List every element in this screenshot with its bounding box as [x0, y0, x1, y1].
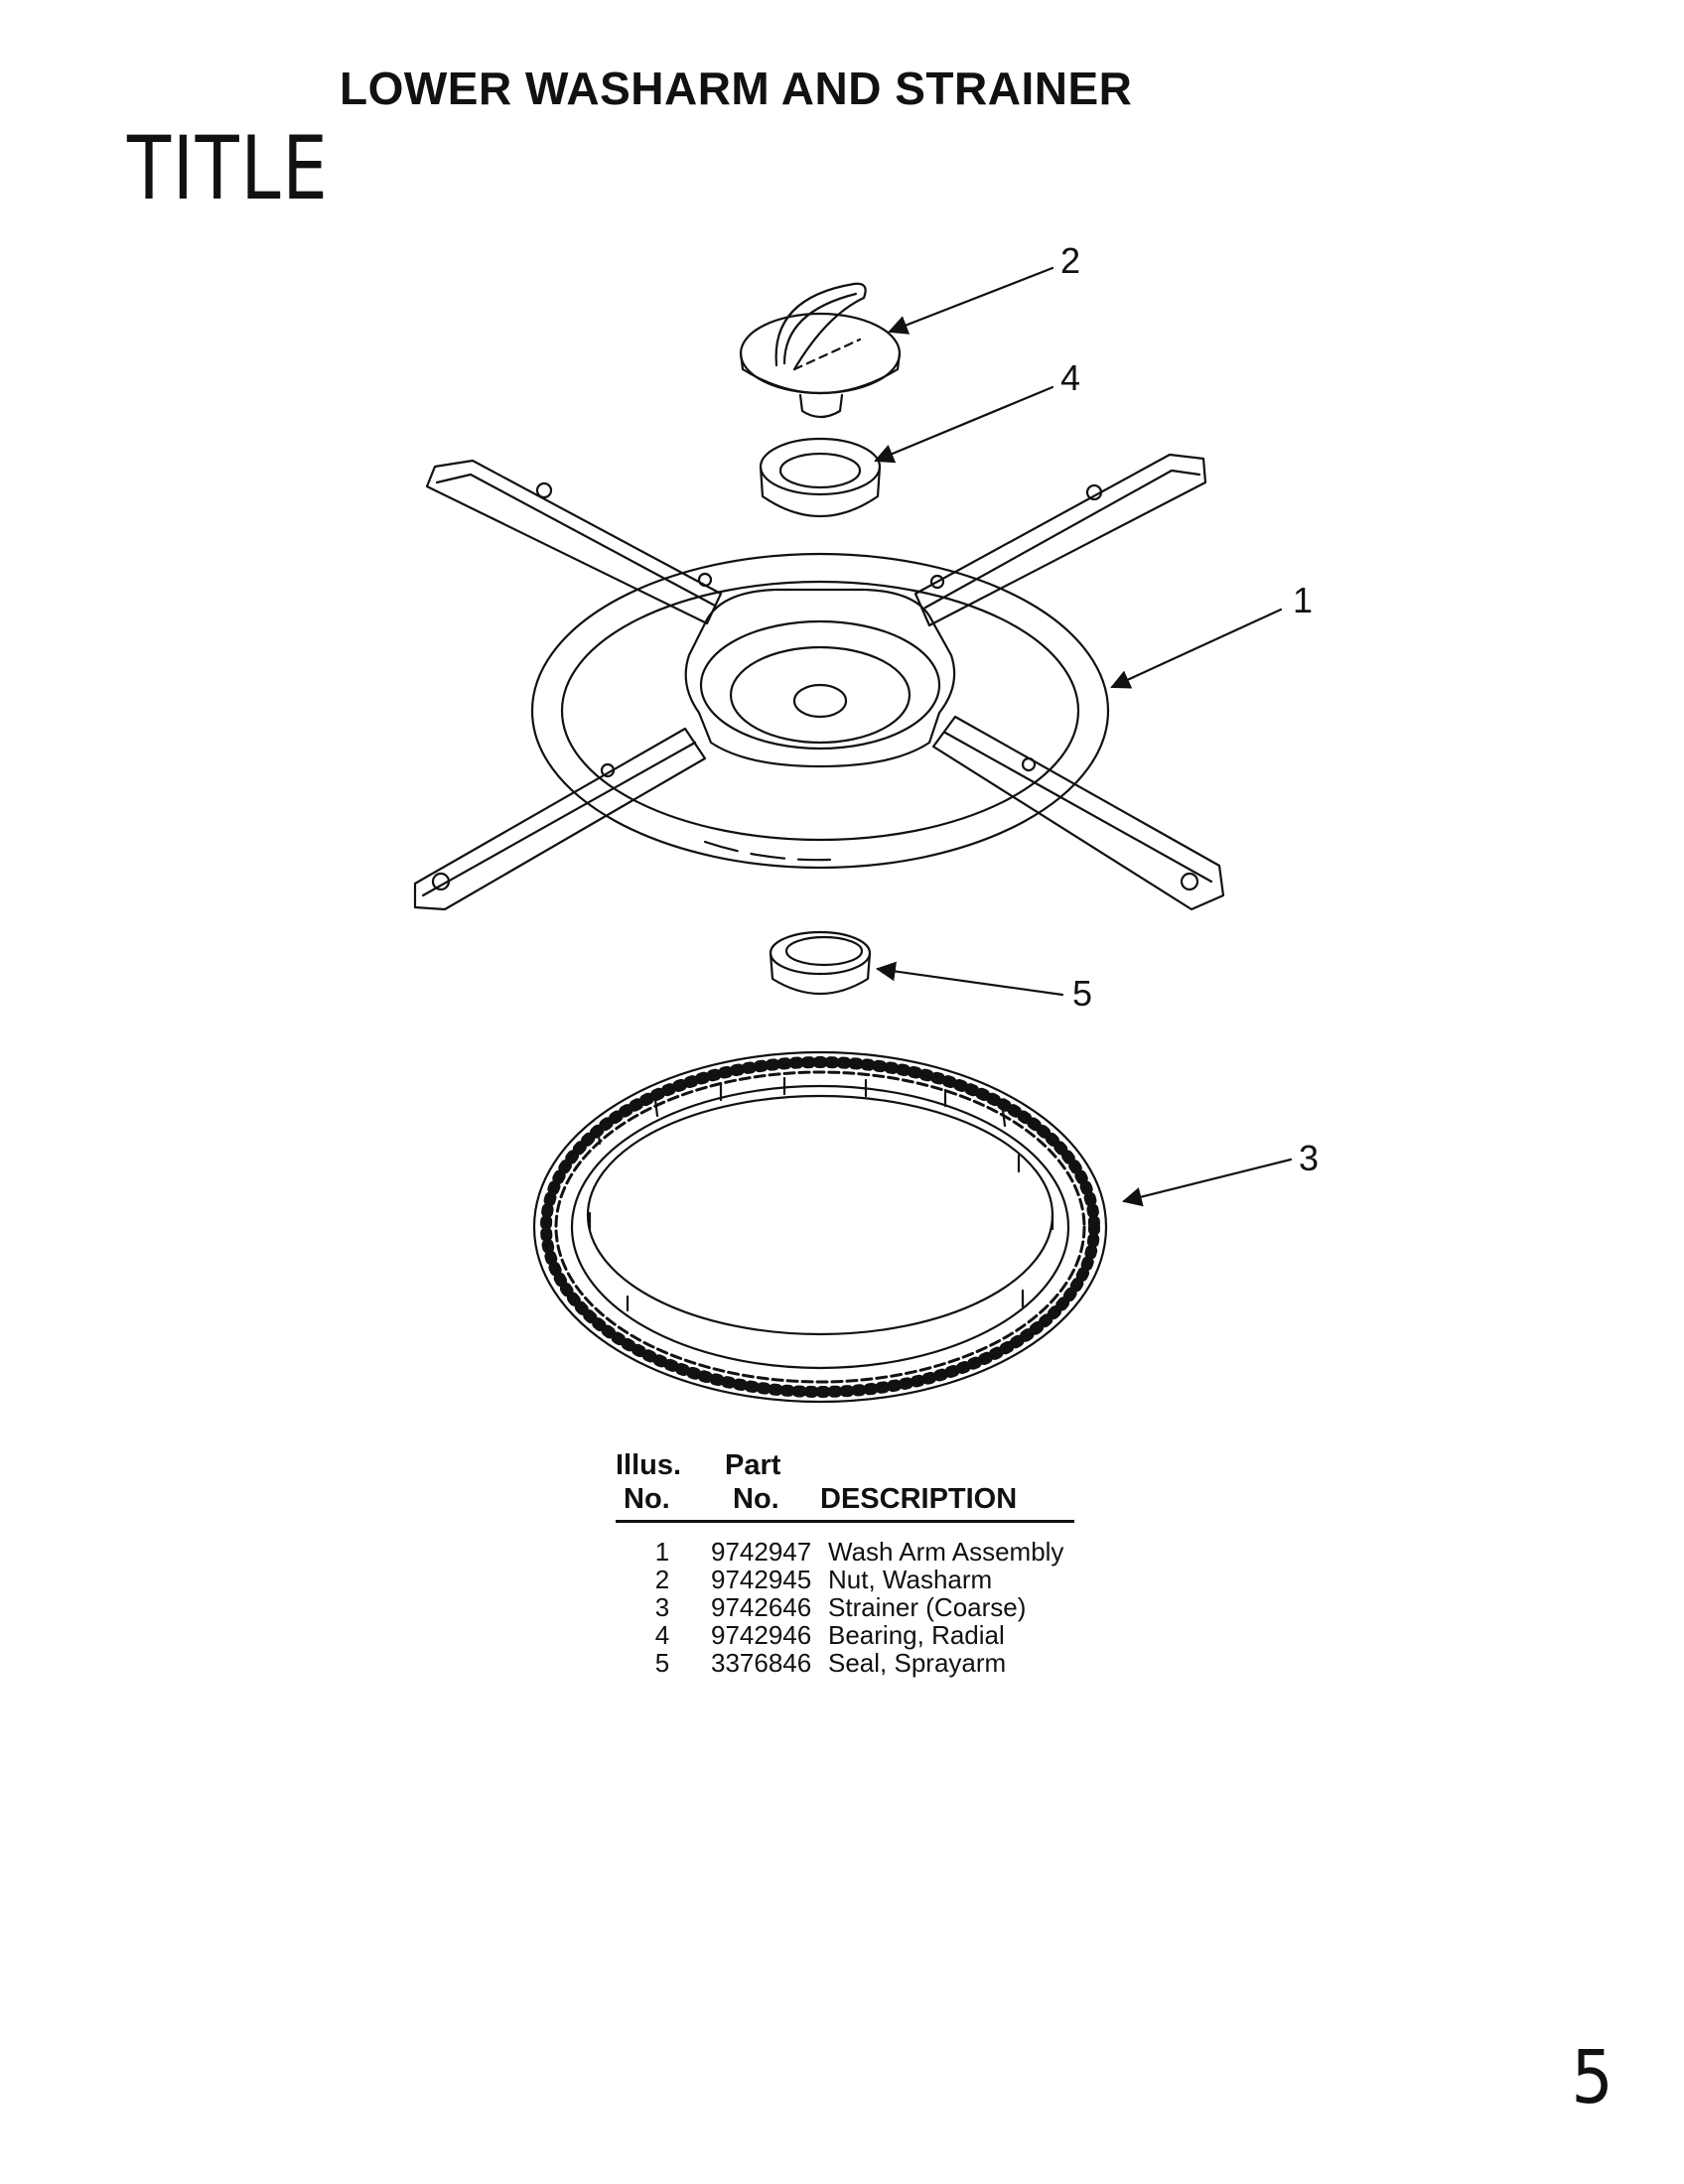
header-description: DESCRIPTION — [820, 1483, 1018, 1515]
part-description: Nut, Washarm — [828, 1565, 993, 1594]
header-illus-line1: Illus. — [616, 1449, 682, 1481]
part-number: 3376846 — [711, 1648, 812, 1678]
part-description: Strainer (Coarse) — [828, 1592, 1027, 1622]
part-number: 9742946 — [711, 1620, 812, 1650]
part-number: 9742646 — [711, 1592, 812, 1622]
callout-1: 1 — [1293, 580, 1314, 620]
handwritten-page-number: 5 — [1571, 2035, 1614, 2120]
part-description: Seal, Sprayarm — [828, 1648, 1007, 1678]
part-description: Bearing, Radial — [828, 1620, 1005, 1650]
callout-2: 2 — [1060, 240, 1081, 281]
radial-bearing-part — [759, 437, 882, 518]
part-number: 9742945 — [711, 1565, 812, 1594]
header-part-line2: No. — [733, 1483, 779, 1515]
header-part-line1: Part — [725, 1449, 781, 1481]
part-description: Wash Arm Assembly — [828, 1537, 1064, 1567]
washarm-nut-part — [739, 282, 902, 419]
page-title: LOWER WASHARM AND STRAINER — [340, 63, 1133, 114]
illus-number: 2 — [654, 1565, 670, 1594]
illus-number: 5 — [654, 1648, 670, 1678]
exploded-parts-diagram — [413, 266, 1293, 1404]
handwritten-title-label: TITLE — [127, 117, 330, 219]
callout-leaders — [874, 266, 1293, 1207]
coarse-strainer-part — [532, 1050, 1108, 1404]
header-divider — [616, 1520, 1074, 1523]
sprayarm-seal-part — [769, 930, 872, 995]
illus-number: 4 — [654, 1620, 670, 1650]
wash-arm-assembly-part — [413, 453, 1225, 911]
illus-number: 3 — [654, 1592, 670, 1622]
callout-3: 3 — [1299, 1138, 1320, 1178]
callout-5: 5 — [1072, 973, 1093, 1014]
callout-4: 4 — [1060, 357, 1081, 398]
header-illus-line2: No. — [624, 1483, 670, 1515]
part-number: 9742947 — [711, 1537, 812, 1567]
illus-number: 1 — [654, 1537, 670, 1567]
